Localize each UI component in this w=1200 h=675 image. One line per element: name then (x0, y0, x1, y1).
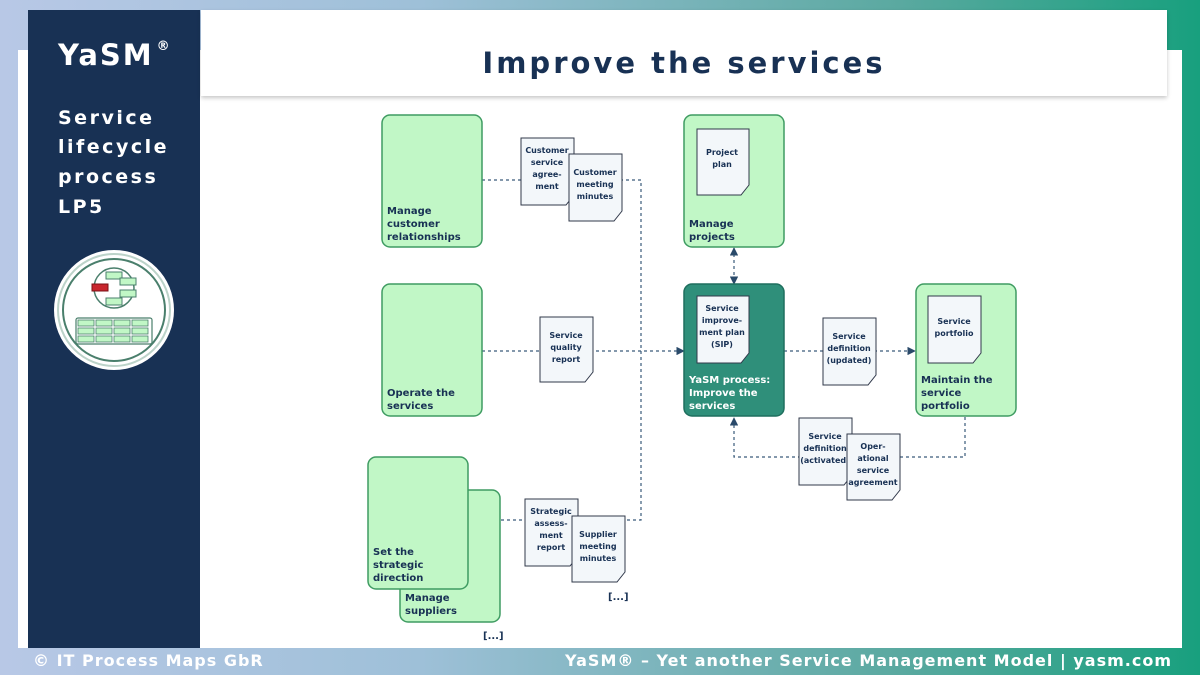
process-cycle-icon (54, 250, 174, 370)
svg-text:strategic: strategic (373, 560, 424, 571)
document-project-plan: Project plan (696, 128, 750, 196)
title-bar: Improve the services (201, 10, 1167, 96)
more-marker: [...] (608, 592, 629, 603)
document-service-definition-updated: Service definition (updated) (822, 317, 877, 386)
svg-text:service: service (531, 158, 564, 167)
svg-text:Supplier: Supplier (579, 530, 617, 539)
svg-text:report: report (552, 355, 581, 364)
svg-text:report: report (537, 543, 566, 552)
svg-text:portfolio: portfolio (921, 401, 970, 412)
process-operate-the-services: Operate the services (381, 283, 483, 417)
svg-text:Manage: Manage (405, 593, 450, 604)
svg-text:Operate the: Operate the (387, 388, 455, 399)
svg-text:Manage: Manage (387, 206, 432, 217)
svg-text:relationships: relationships (387, 232, 461, 243)
svg-text:definition: definition (827, 344, 871, 353)
svg-text:Service: Service (549, 331, 583, 340)
document-operational-service-agreement: Oper- ational service agreement (846, 433, 901, 501)
page-title: Improve the services (482, 46, 886, 80)
svg-text:minutes: minutes (580, 554, 617, 563)
svg-text:Set the: Set the (373, 547, 414, 558)
process-manage-customer-relationships: Manage customer relationships (381, 114, 483, 248)
svg-text:services: services (689, 401, 735, 412)
footer-tagline: YaSM® – Yet another Service Management M… (565, 651, 1172, 670)
document-strategic-assessment-report: Strategic assess- ment report (524, 498, 579, 567)
svg-text:direction: direction (373, 573, 423, 584)
svg-text:agree-: agree- (532, 170, 561, 179)
svg-text:YaSM process:: YaSM process: (688, 375, 770, 386)
svg-text:ment plan: ment plan (699, 328, 745, 337)
svg-text:ational: ational (857, 454, 889, 463)
svg-text:portfolio: portfolio (935, 329, 974, 338)
svg-text:Maintain the: Maintain the (921, 375, 993, 386)
svg-text:Manage: Manage (689, 219, 734, 230)
more-marker: [...] (483, 631, 504, 642)
svg-text:Customer: Customer (573, 168, 616, 177)
svg-text:(updated): (updated) (827, 356, 872, 365)
sidebar: YaSM® Service lifecycle process LP5 (28, 10, 200, 648)
sidebar-line-2: lifecycle (58, 136, 169, 158)
sidebar-line-4: LP5 (58, 196, 105, 218)
svg-text:(activated): (activated) (800, 456, 850, 465)
document-service-quality-report: Service quality report (539, 316, 594, 383)
svg-text:improve-: improve- (702, 316, 742, 325)
sidebar-line-1: Service (58, 107, 155, 129)
svg-text:Service: Service (705, 304, 739, 313)
svg-text:Customer: Customer (525, 146, 568, 155)
svg-text:meeting: meeting (579, 542, 616, 551)
svg-text:(SIP): (SIP) (711, 340, 733, 349)
svg-text:minutes: minutes (577, 192, 614, 201)
svg-text:Service: Service (808, 432, 842, 441)
svg-text:services: services (387, 401, 433, 412)
document-supplier-meeting-minutes: Supplier meeting minutes (571, 515, 626, 583)
svg-text:Oper-: Oper- (860, 442, 885, 451)
svg-text:ment: ment (539, 531, 562, 540)
document-service-portfolio: Service portfolio (927, 295, 982, 364)
svg-text:definition: definition (803, 444, 847, 453)
svg-text:Service: Service (832, 332, 866, 341)
svg-text:meeting: meeting (576, 180, 613, 189)
document-service-definition-activated: Service definition (activated) (798, 417, 853, 486)
svg-text:ment: ment (535, 182, 558, 191)
footer-copyright: © IT Process Maps GbR (33, 651, 264, 670)
document-customer-service-agreement: Customer service agree- ment (520, 137, 575, 206)
brand-logo-text: YaSM® (58, 38, 170, 72)
svg-text:agreement: agreement (848, 478, 897, 487)
process-set-strategic-direction: Set the strategic direction (367, 456, 469, 590)
svg-text:Project: Project (706, 148, 738, 157)
svg-text:service: service (857, 466, 890, 475)
svg-text:Service: Service (937, 317, 971, 326)
svg-text:customer: customer (387, 219, 440, 230)
svg-text:projects: projects (689, 232, 735, 243)
svg-text:plan: plan (712, 160, 732, 169)
svg-text:assess-: assess- (534, 519, 567, 528)
document-service-improvement-plan: Service improve- ment plan (SIP) (696, 295, 750, 364)
svg-text:quality: quality (550, 343, 582, 352)
sidebar-line-3: process (58, 166, 159, 188)
svg-text:Improve the: Improve the (689, 388, 758, 399)
svg-text:service: service (921, 388, 962, 399)
document-customer-meeting-minutes: Customer meeting minutes (568, 153, 623, 222)
svg-text:Strategic: Strategic (530, 507, 572, 516)
svg-text:suppliers: suppliers (405, 606, 457, 617)
